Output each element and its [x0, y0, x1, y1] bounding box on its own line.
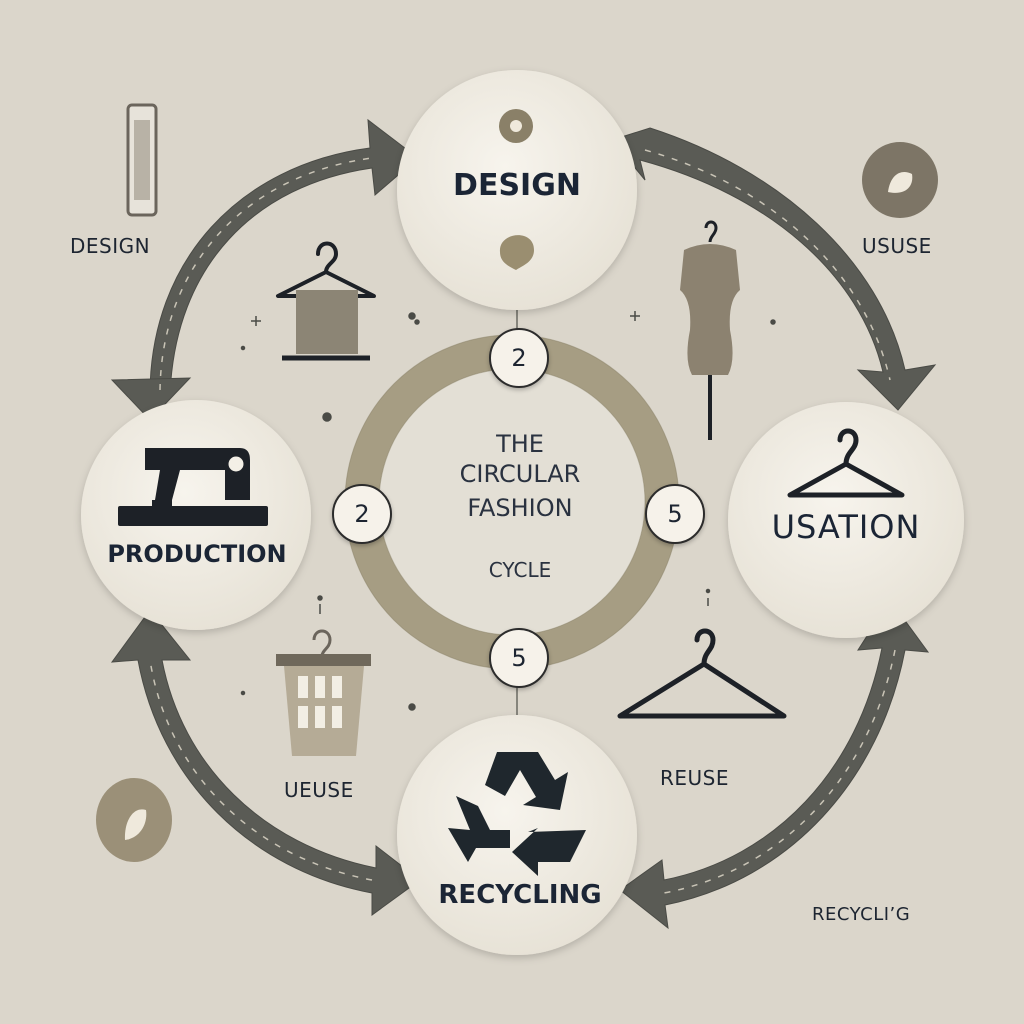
center-title-line-1: THE — [496, 430, 544, 458]
arrow-design-to-usation — [611, 127, 937, 411]
side-label-bottom-right: REUSE — [660, 766, 730, 790]
blob-icon — [499, 109, 534, 270]
sparkle-decor — [240, 311, 776, 711]
recycle-icon — [448, 752, 586, 876]
leaf-badge-icon — [862, 142, 938, 218]
step-badge-bottom: 5 — [489, 628, 549, 688]
center-title-line-4: CYCLE — [488, 558, 552, 582]
arrow-recycling-to-production — [110, 609, 421, 916]
step-badge-top: 2 — [489, 328, 549, 388]
hanger-icon — [787, 428, 905, 498]
side-label-top-left: DESIGN — [70, 234, 151, 258]
side-label-top-right: USUSE — [862, 234, 932, 258]
arrow-head-production — [110, 377, 192, 421]
leaf-badge-icon-lower — [96, 778, 172, 862]
side-label-bottom-left: UEUSE — [284, 778, 354, 802]
center-title-line-3: FASHION — [467, 494, 573, 522]
mannequin-icon — [680, 220, 740, 440]
arrow-production-to-design — [149, 118, 419, 396]
node-title-design: DESIGN — [453, 168, 581, 203]
node-title-production: PRODUCTION — [107, 540, 287, 568]
arrow-usation-to-recycling — [619, 599, 930, 930]
node-title-usation: USATION — [771, 508, 921, 546]
node-recycling — [397, 715, 637, 955]
step-badge-right: 5 — [645, 484, 705, 544]
hanger-icon-lower — [617, 628, 787, 719]
hanger-rack-icon — [276, 241, 376, 361]
corner-label: RECYCLI’G — [812, 904, 911, 925]
step-badge-left: 2 — [332, 484, 392, 544]
node-title-recycling: RECYCLING — [438, 880, 602, 910]
laundry-basket-icon — [276, 629, 371, 756]
sewing-machine-icon — [118, 448, 268, 526]
fabric-roll-icon — [126, 103, 158, 217]
node-design — [397, 70, 637, 310]
cycle-arrows — [110, 118, 937, 930]
center-title-line-2: CIRCULAR — [459, 460, 581, 488]
node-usation — [728, 402, 964, 638]
